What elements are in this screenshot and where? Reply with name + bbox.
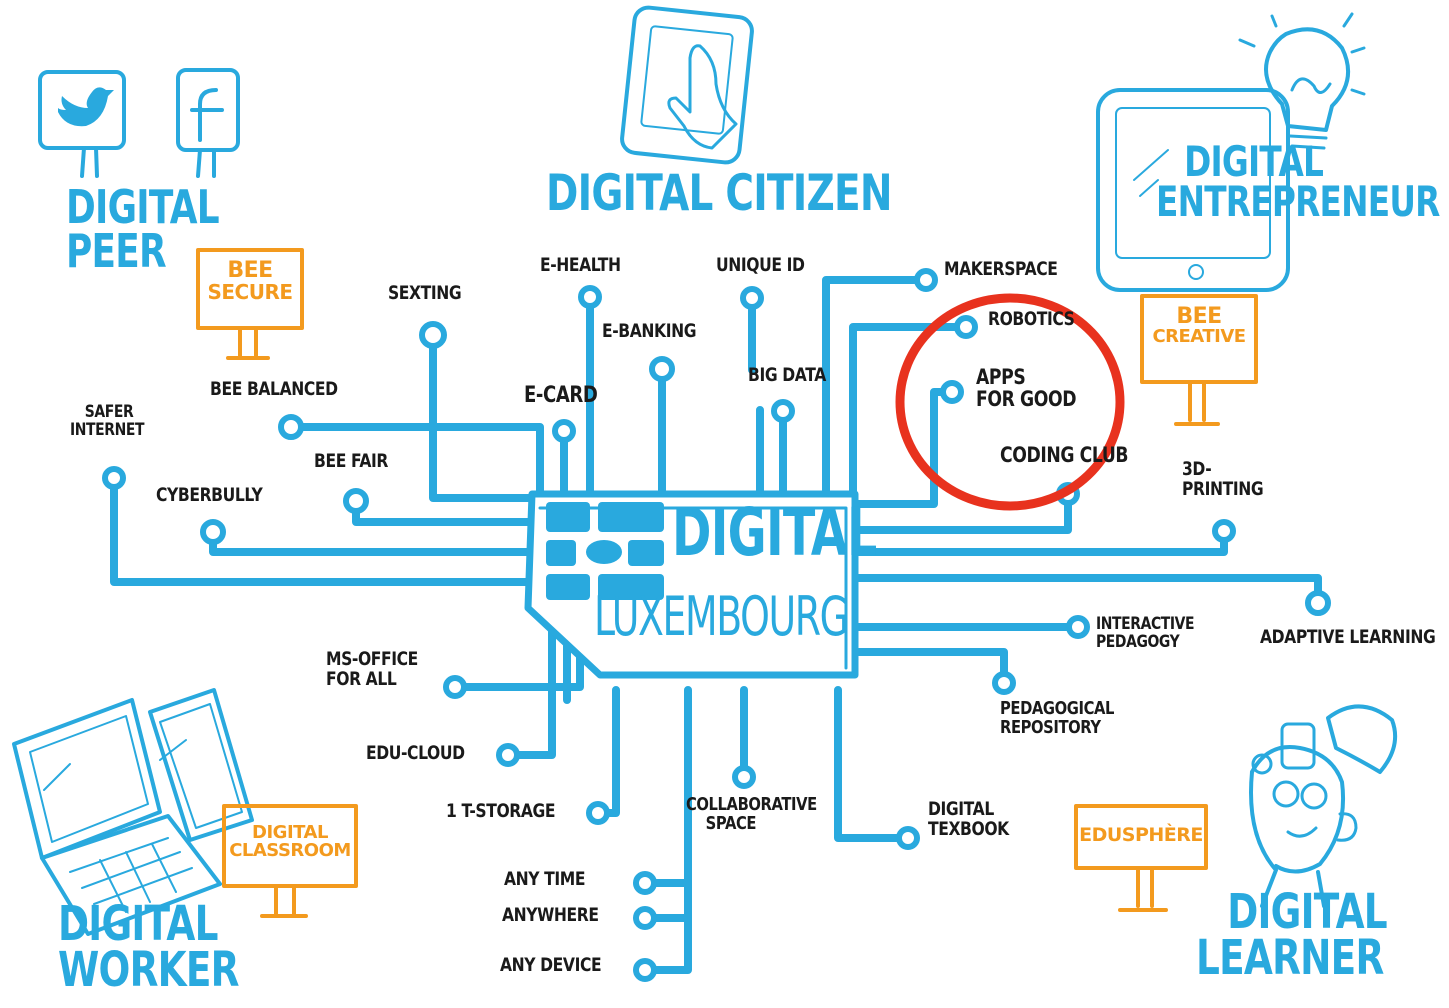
node-dot-3d-printing bbox=[1212, 519, 1236, 543]
pillar-digital-peer: DIGITAL PEER bbox=[66, 180, 220, 278]
pillar-digital-learner: DIGITAL LEARNER bbox=[1196, 884, 1388, 986]
label-t-storage: 1 T-STORAGE bbox=[446, 800, 556, 822]
connector-collaborative bbox=[642, 686, 692, 974]
node-dot-e-health bbox=[578, 285, 602, 309]
connector-sexting bbox=[429, 334, 544, 502]
label-sexting: SEXTING bbox=[388, 282, 462, 304]
connector-bee-balanced bbox=[287, 423, 544, 502]
lightbulb-icon bbox=[1238, 12, 1366, 150]
node-dot-bee-fair bbox=[343, 488, 369, 514]
label-digital-textbook: DIGITAL TEXBOOK bbox=[928, 798, 1009, 840]
label-apps-for-good: APPS FOR GOOD bbox=[976, 365, 1077, 412]
connector-bee-fair bbox=[352, 499, 544, 526]
node-dot-safer-internet bbox=[102, 466, 126, 490]
open-head-learner-icon bbox=[1249, 704, 1397, 908]
connector-unique-id bbox=[748, 296, 764, 502]
pillar-digital-worker: DIGITAL WORKER bbox=[58, 896, 239, 998]
label-unique-id: UNIQUE ID bbox=[716, 254, 805, 276]
sign-edusphere: EDUSPHÈRE bbox=[1079, 824, 1203, 846]
connector-makerspace bbox=[822, 276, 924, 502]
label-e-banking: E-BANKING bbox=[602, 320, 697, 342]
label-collaborative-space: COLLABORATIVE SPACE bbox=[686, 794, 817, 834]
label-big-data: BIG DATA bbox=[748, 364, 826, 386]
sign-bee-creative: BEE CREATIVE bbox=[1152, 304, 1246, 347]
label-anywhere: ANYWHERE bbox=[502, 904, 599, 926]
smart-card-chip-icon bbox=[546, 502, 664, 600]
label-any-device: ANY DEVICE bbox=[500, 954, 602, 976]
node-dot-edu-cloud bbox=[496, 743, 520, 767]
connector-edu-cloud bbox=[504, 594, 556, 759]
label-bee-fair: BEE FAIR bbox=[314, 450, 389, 472]
node-dot-any-time bbox=[633, 871, 657, 895]
node-dot-sexting bbox=[419, 321, 447, 349]
hub-title: DIGITAL bbox=[672, 494, 877, 571]
sign-bee-creative-board bbox=[1140, 294, 1258, 384]
connector-3d-printing bbox=[854, 528, 1228, 556]
label-robotics: ROBOTICS bbox=[988, 308, 1075, 330]
label-edu-cloud: EDU-CLOUD bbox=[366, 742, 465, 764]
node-dot-cyberbully bbox=[200, 519, 226, 545]
label-any-time: ANY TIME bbox=[504, 868, 586, 890]
tablet-touch-icon bbox=[620, 5, 754, 165]
label-e-card: E-CARD bbox=[524, 383, 598, 408]
hub-subtitle: LUXEMBOURG bbox=[594, 585, 849, 648]
label-safer-internet: SAFER INTERNET bbox=[70, 402, 145, 440]
label-coding-club: CODING CLUB bbox=[1000, 443, 1129, 467]
connector-ms-office bbox=[451, 636, 584, 691]
node-dot-any-device bbox=[633, 958, 657, 982]
label-e-health: E-HEALTH bbox=[540, 254, 621, 276]
node-dot-e-banking bbox=[649, 356, 675, 382]
node-dot-anywhere bbox=[633, 906, 657, 930]
label-adaptive-learning: ADAPTIVE LEARNING bbox=[1260, 626, 1436, 648]
node-dot-robotics bbox=[954, 315, 978, 339]
sign-digital-classroom: DIGITAL CLASSROOM bbox=[229, 822, 351, 861]
node-dot-makerspace bbox=[914, 268, 938, 292]
label-makerspace: MAKERSPACE bbox=[944, 258, 1058, 280]
node-dot-e-card bbox=[552, 419, 576, 443]
node-dot-adaptive-learning bbox=[1305, 590, 1331, 616]
connector-pedagogical-repository bbox=[854, 648, 1008, 685]
highlight-circle bbox=[895, 293, 1125, 511]
node-dot-apps bbox=[940, 380, 964, 404]
node-dot-big-data bbox=[771, 399, 795, 423]
label-ms-office: MS-OFFICE FOR ALL bbox=[326, 648, 418, 690]
label-pedagogical-repository: PEDAGOGICAL REPOSITORY bbox=[1000, 698, 1115, 738]
hub-outline bbox=[524, 490, 859, 679]
sign-bee-secure: BEE SECURE bbox=[207, 258, 293, 304]
node-dot-interactive-pedagogy bbox=[1066, 615, 1090, 639]
node-dot-digital-textbook bbox=[896, 826, 920, 850]
label-interactive-pedagogy: INTERACTIVE PEDAGOGY bbox=[1096, 614, 1195, 652]
sign-bee-secure-board bbox=[196, 248, 304, 330]
pillar-digital-entrepreneur: DIGITAL ENTREPRENEUR bbox=[1156, 137, 1440, 226]
laptop-icon bbox=[12, 688, 254, 936]
node-dot-ms-office bbox=[443, 675, 467, 699]
connector-t-storage bbox=[594, 686, 620, 817]
tablet-device-icon bbox=[1096, 88, 1290, 292]
connector-digital-textbook bbox=[834, 686, 912, 842]
pillar-digital-citizen: DIGITAL CITIZEN bbox=[546, 164, 892, 222]
node-dot-collaborative bbox=[732, 765, 756, 789]
node-dot-pedagogical-repository bbox=[992, 671, 1016, 695]
sign-digital-classroom-board bbox=[222, 804, 358, 888]
sign-edusphere-board bbox=[1074, 804, 1208, 870]
label-cyberbully: CYBERBULLY bbox=[156, 484, 263, 506]
connector-cyberbully bbox=[209, 529, 544, 556]
node-dot-unique-id bbox=[740, 286, 764, 310]
connector-adaptive-learning bbox=[854, 574, 1322, 605]
facebook-f-icon bbox=[176, 68, 240, 178]
node-dot-t-storage bbox=[586, 801, 610, 825]
connector-safer-internet bbox=[110, 474, 536, 586]
twitter-bird-icon bbox=[38, 70, 126, 178]
label-bee-balanced: BEE BALANCED bbox=[210, 378, 338, 400]
label-3d-printing: 3D- PRINTING bbox=[1182, 458, 1264, 500]
node-dot-bee-balanced bbox=[278, 414, 304, 440]
sign-boards bbox=[196, 248, 1258, 918]
